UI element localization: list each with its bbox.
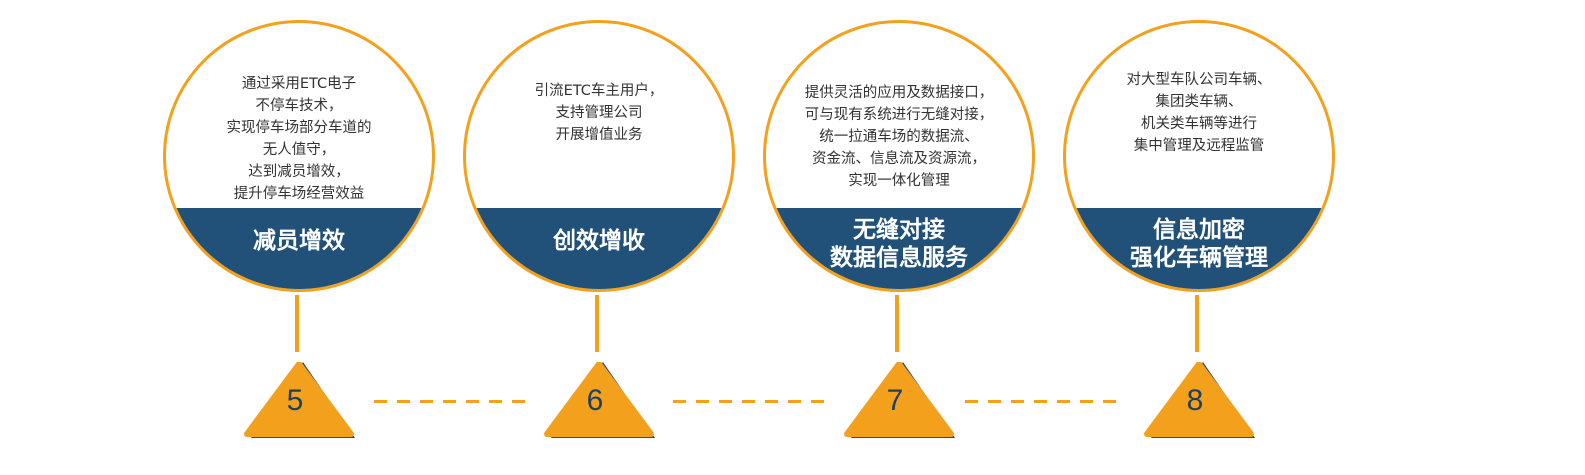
step-circle: 引流ETC车主用户， 支持管理公司 开展增值业务 创效增收	[463, 20, 735, 292]
step-circle: 对大型车队公司车辆、 集团类车辆、 机关类车辆等进行 集中管理及远程监管 信息加…	[1063, 20, 1335, 292]
step-number: 5	[286, 384, 304, 417]
connector-7-8	[965, 400, 1123, 403]
step-stem	[295, 295, 299, 352]
step-description: 通过采用ETC电子 不停车技术， 实现停车场部分车道的 无人值守， 达到减员增效…	[226, 76, 372, 202]
step-number: 8	[1186, 384, 1204, 417]
step-title: 无缝对接 数据信息服务	[830, 217, 968, 271]
step-band: 创效增收	[466, 208, 732, 289]
step-8: 对大型车队公司车辆、 集团类车辆、 机关类车辆等进行 集中管理及远程监管 信息加…	[1063, 0, 1343, 475]
step-5: 通过采用ETC电子 不停车技术， 实现停车场部分车道的 无人值守， 达到减员增效…	[163, 0, 443, 475]
step-title: 信息加密 强化车辆管理	[1130, 217, 1268, 271]
step-title: 创效增收	[553, 227, 645, 254]
triangle-marker-icon	[844, 362, 955, 438]
step-6: 引流ETC车主用户， 支持管理公司 开展增值业务 创效增收 6	[463, 0, 743, 475]
triangle-marker-icon	[244, 362, 355, 438]
step-stem	[595, 295, 599, 352]
step-band: 信息加密 强化车辆管理	[1066, 208, 1332, 289]
triangle-marker-icon	[544, 362, 655, 438]
step-description: 提供灵活的应用及数据接口， 可与现有系统进行无缝对接， 统一拉通车场的数据流、 …	[804, 85, 994, 189]
step-stem	[895, 295, 899, 352]
step-description: 引流ETC车主用户， 支持管理公司 开展增值业务	[534, 83, 664, 143]
step-number: 6	[586, 384, 604, 417]
step-band: 减员增效	[166, 208, 432, 289]
step-circle: 通过采用ETC电子 不停车技术， 实现停车场部分车道的 无人值守， 达到减员增效…	[163, 20, 435, 292]
connector-5-6	[374, 400, 530, 403]
triangle-marker-icon	[1144, 362, 1255, 438]
step-band: 无缝对接 数据信息服务	[766, 208, 1032, 289]
step-circle: 提供灵活的应用及数据接口， 可与现有系统进行无缝对接， 统一拉通车场的数据流、 …	[763, 20, 1035, 292]
step-description: 对大型车队公司车辆、 集团类车辆、 机关类车辆等进行 集中管理及远程监管	[1126, 72, 1272, 154]
step-stem	[1195, 295, 1199, 352]
step-title: 减员增效	[253, 227, 345, 254]
step-number: 7	[886, 384, 904, 417]
connector-6-7	[673, 400, 831, 403]
step-7: 提供灵活的应用及数据接口， 可与现有系统进行无缝对接， 统一拉通车场的数据流、 …	[763, 0, 1043, 475]
